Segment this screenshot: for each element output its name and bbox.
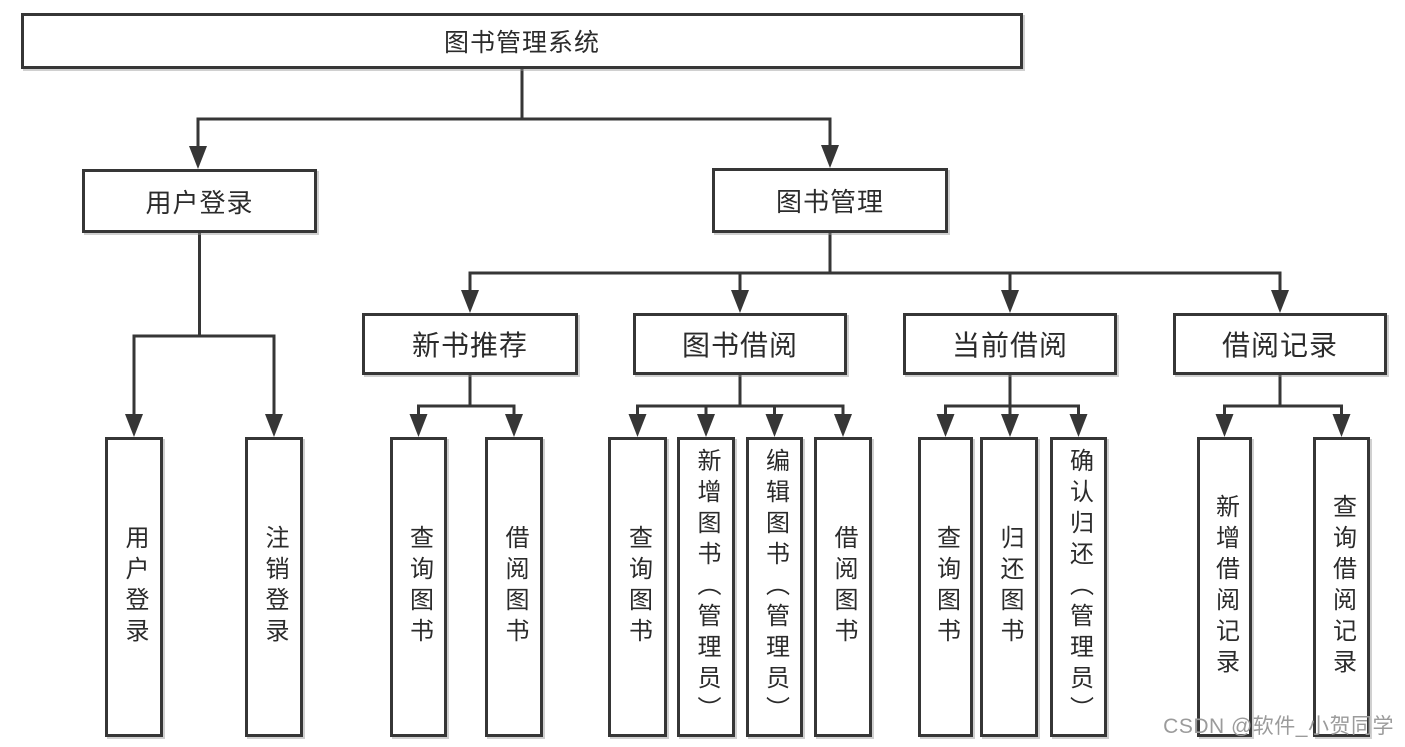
node-user-login: 用户登录 [82, 169, 317, 233]
leaf-query-books-borrow: 查询图书 [608, 437, 667, 737]
leaf-logout: 注销登录 [245, 437, 303, 737]
node-new-book-recommend: 新书推荐 [362, 313, 578, 375]
leaf-add-book-admin: 新增图书（管理员） [677, 437, 735, 737]
leaf-query-books-current: 查询图书 [918, 437, 973, 737]
node-book-management: 图书管理 [712, 168, 948, 233]
leaf-borrow-books-recommend: 借阅图书 [485, 437, 543, 737]
node-borrow-records: 借阅记录 [1173, 313, 1387, 375]
node-current-borrow: 当前借阅 [903, 313, 1117, 375]
csdn-watermark: CSDN @软件_小贺同学 [1163, 715, 1394, 738]
leaf-return-book: 归还图书 [980, 437, 1038, 737]
leaf-user-login: 用户登录 [105, 437, 163, 737]
leaf-edit-book-admin: 编辑图书（管理员） [746, 437, 803, 737]
node-root-system: 图书管理系统 [21, 13, 1023, 69]
leaf-query-borrow-record: 查询借阅记录 [1313, 437, 1370, 737]
leaf-confirm-return-admin: 确认归还（管理员） [1050, 437, 1107, 737]
leaf-add-borrow-record: 新增借阅记录 [1197, 437, 1252, 737]
leaf-borrow-books: 借阅图书 [814, 437, 872, 737]
leaf-query-books-recommend: 查询图书 [390, 437, 447, 737]
node-book-borrow: 图书借阅 [633, 313, 847, 375]
